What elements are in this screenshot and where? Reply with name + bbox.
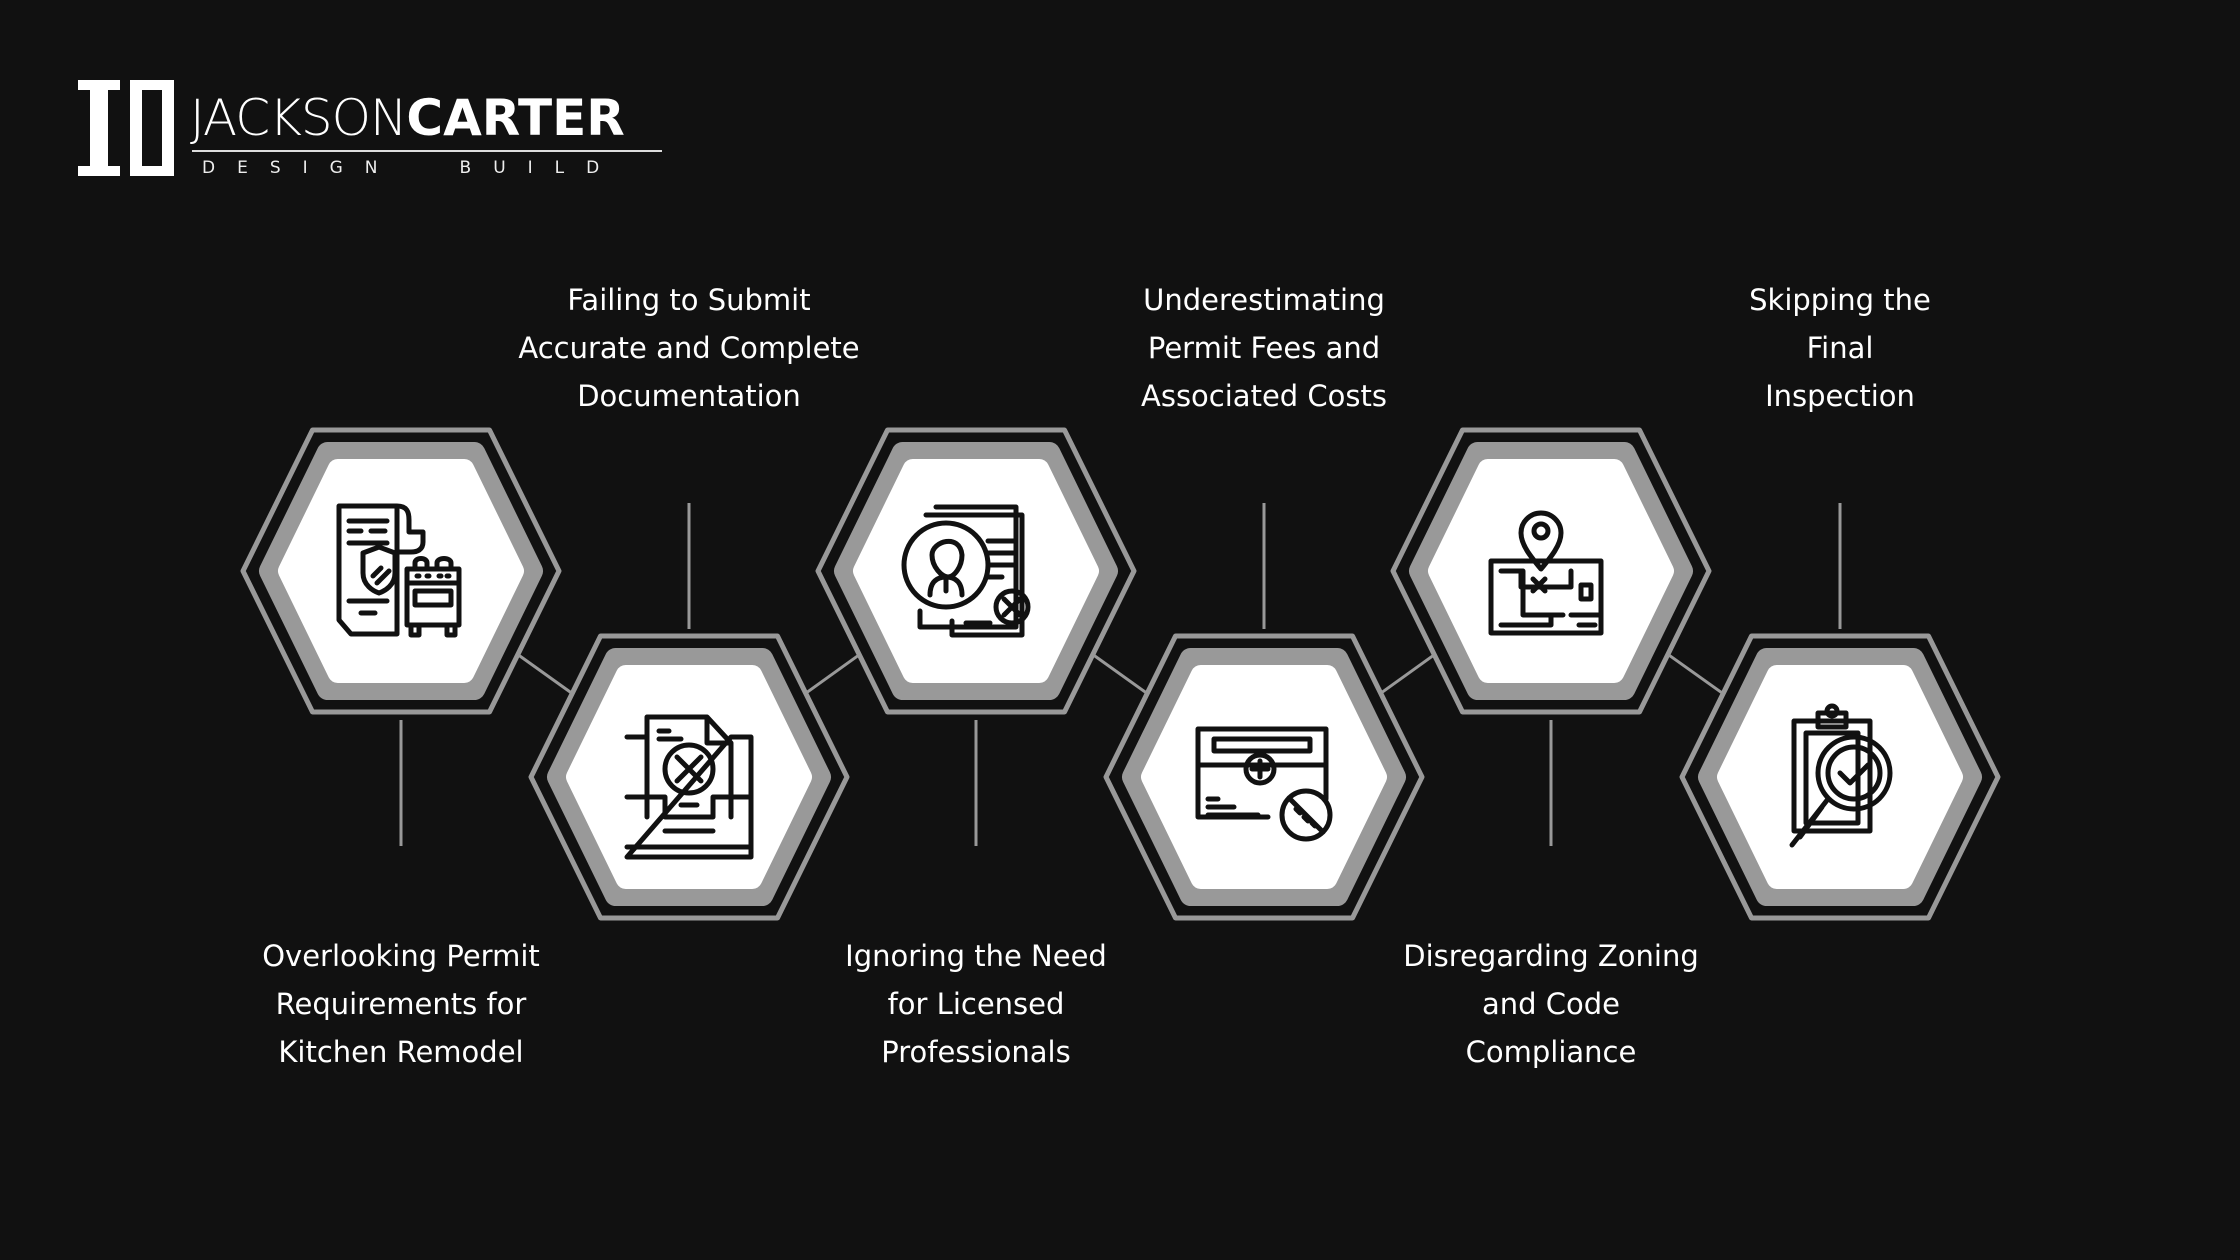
step-hexagon [1390, 427, 1712, 715]
inspection-clipboard-icon [1789, 703, 1893, 848]
fee-card-no-icon [1195, 726, 1333, 842]
hexagon-outline [528, 633, 850, 921]
logo-divider [192, 150, 662, 152]
zoning-map-pin-icon [1488, 510, 1604, 636]
step-hexagon [528, 633, 850, 921]
connector-line [518, 654, 572, 694]
step-label-line: Inspection [1765, 379, 1915, 413]
step-label-line: Skipping the [1749, 283, 1931, 317]
hexagon-outline [240, 427, 562, 715]
connector-line [1093, 654, 1147, 694]
logo-mark-icon [78, 80, 174, 176]
step-label-line: Ignoring the Need [845, 939, 1107, 973]
brand-name: JACKSONCARTER [190, 89, 625, 147]
step-hexagon [1103, 633, 1425, 921]
step-label-line: Professionals [881, 1035, 1071, 1069]
step-label-line: Failing to Submit [567, 283, 811, 317]
step-hexagon [815, 427, 1137, 715]
step-label-line: and Code [1481, 987, 1621, 1021]
hexagon-inner [566, 665, 812, 889]
step-label-line: Underestimating [1143, 283, 1385, 317]
connector-line [1668, 654, 1723, 694]
hexagon-outline [1390, 427, 1712, 715]
step-label-line: for Licensed [887, 987, 1065, 1021]
step-label-line: Permit Fees and [1147, 331, 1381, 365]
step-label-line: Overlooking Permit [262, 939, 540, 973]
hexagon-inner [1428, 459, 1674, 683]
step-label-line: Kitchen Remodel [278, 1035, 524, 1069]
step-label-line: Requirements for [275, 987, 527, 1021]
step-label-line: Associated Costs [1141, 379, 1387, 413]
hexagon-outline [1679, 633, 2001, 921]
step-label-line: Documentation [577, 379, 801, 413]
connector-line [805, 654, 860, 694]
connector-line [1380, 654, 1435, 694]
step-label-line: Accurate and Complete [518, 331, 860, 365]
step-hexagon [1679, 633, 2001, 921]
rejected-resume-icon [901, 504, 1031, 638]
hexagon-inner [1141, 665, 1387, 889]
permit-document-stove-icon [336, 503, 462, 638]
hexagon-inner [278, 459, 524, 683]
hexagon-inner [1717, 665, 1963, 889]
step-label-line: Final [1806, 331, 1874, 365]
step-label-line: Compliance [1465, 1035, 1637, 1069]
rejected-document-tray-icon [624, 714, 754, 860]
step-hexagon [240, 427, 562, 715]
step-label-line: Disregarding Zoning [1403, 939, 1699, 973]
hexagon-outline [1103, 633, 1425, 921]
hexagon-outline [815, 427, 1137, 715]
hexagon-inner [853, 459, 1099, 683]
